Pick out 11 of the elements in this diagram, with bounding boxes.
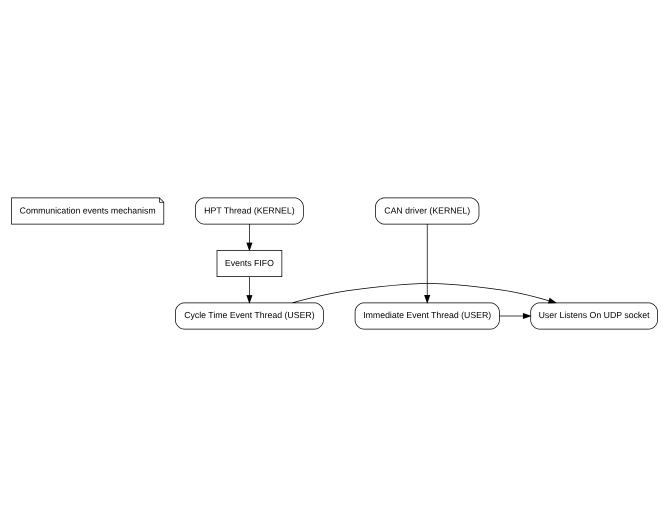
- arrow: [499, 312, 532, 319]
- node-box: Immediate Event Thread (USER): [354, 302, 500, 329]
- arrow: [246, 224, 252, 251]
- node-box: HPT Thread (KERNEL): [195, 197, 304, 224]
- arrow: [424, 223, 430, 304]
- arrow: [292, 282, 558, 304]
- node-box: Cycle Time Event Thread (USER): [175, 302, 324, 329]
- node-box: CAN driver (KERNEL): [375, 197, 480, 224]
- node-box: Events FIFO: [216, 250, 282, 276]
- node-box: User Listens On UDP socket: [530, 302, 658, 329]
- arrow: [246, 276, 252, 304]
